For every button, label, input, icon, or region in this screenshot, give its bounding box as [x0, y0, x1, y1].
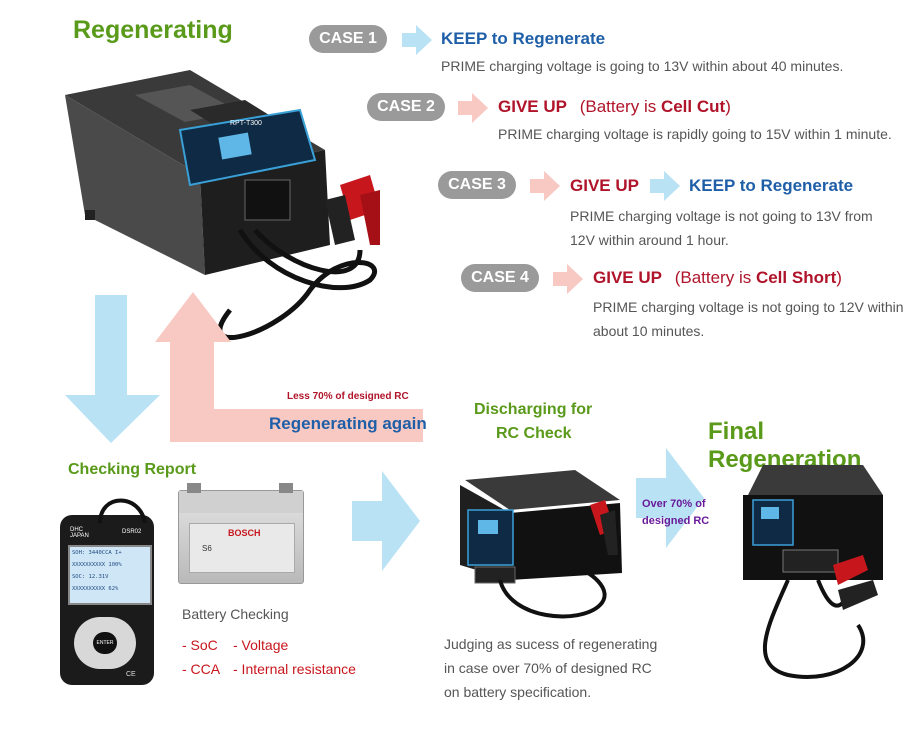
case-2-result: GIVE UP (Battery is Cell Cut): [498, 97, 731, 117]
check-item-cca: - CCA: [182, 661, 221, 677]
check-item-internal-resistance: - Internal resistance: [233, 661, 356, 677]
case-4-pill: CASE 4: [461, 264, 539, 292]
discharging-desc-1: Judging as sucess of regenerating: [444, 636, 658, 652]
case-2-arrow: [458, 93, 488, 123]
discharging-title-2: RC Check: [496, 425, 572, 442]
checking-report-title: Checking Report: [68, 461, 197, 478]
tester-enter-button: ENTER: [93, 632, 117, 654]
case-4-reason-pre: (Battery is: [674, 268, 756, 287]
case-2-reason-post: ): [725, 97, 731, 116]
battery-tester-device: DHC JAPAN DSR02 SOH: 3440CCA I+ XXXXXXXX…: [60, 498, 154, 685]
tester-brand: DHC JAPAN: [70, 527, 89, 539]
case-2-giveup: GIVE UP: [498, 97, 567, 116]
lcd-line-3: SOC: 12.31V: [72, 574, 109, 580]
return-arrow: [155, 292, 423, 442]
down-arrow: [65, 295, 160, 443]
car-battery: BOSCH S6: [178, 483, 304, 584]
case-4-reason-post: ): [836, 268, 842, 287]
title-regenerating: Regenerating: [73, 16, 233, 44]
check-item-voltage: - Voltage: [233, 637, 289, 653]
battery-code: S6: [202, 544, 212, 553]
discharging-desc-3: on battery specification.: [444, 684, 592, 700]
case-2-reason: Cell Cut: [660, 97, 726, 116]
over-70-label-1: Over 70% of: [642, 498, 706, 510]
case-1-desc: PRIME charging voltage is going to 13V w…: [441, 58, 844, 74]
case-1-arrow: [402, 25, 432, 55]
tester-model: DSR02: [122, 529, 142, 535]
battery-label-panel: BOSCH S6: [189, 523, 295, 573]
less-70-label: Less 70% of designed RC: [287, 391, 409, 402]
machine-model-label: RPT-T300: [230, 120, 262, 127]
lcd-line-4: XXXXXXXXXX 62%: [72, 586, 119, 592]
case-1-result: KEEP to Regenerate: [441, 29, 606, 48]
discharging-desc-2: in case over 70% of designed RC: [444, 660, 652, 676]
regenerator-machine-discharging: [460, 470, 622, 619]
case-3-pill: CASE 3: [438, 171, 516, 199]
case-3-keep: KEEP to Regenerate: [689, 176, 854, 195]
regenerator-machine-large: RPT-T300: [65, 70, 380, 341]
case-4-desc-1: PRIME charging voltage is not going to 1…: [593, 299, 904, 315]
case-2-reason-pre: (Battery is: [579, 97, 661, 116]
case-4-result: GIVE UP (Battery is Cell Short): [593, 268, 842, 288]
check-item-soc: - SoC: [182, 637, 218, 653]
tester-ce-mark: CE: [126, 671, 136, 678]
battery-checking-title: Battery Checking: [182, 606, 289, 622]
lcd-line-1: SOH: 3440CCA I+: [72, 550, 122, 556]
tester-lcd: SOH: 3440CCA I+ XXXXXXXXXX 100% SOC: 12.…: [68, 545, 152, 605]
case-2-pill: CASE 2: [367, 93, 445, 121]
over-70-label-2: designed RC: [642, 515, 710, 527]
case-4-desc-2: about 10 minutes.: [593, 323, 705, 339]
case-3-desc-1: PRIME charging voltage is not going to 1…: [570, 208, 873, 224]
case-3-arrow-1: [530, 171, 560, 201]
case-3-desc-2: 12V within around 1 hour.: [570, 232, 729, 248]
to-discharging-arrow: [352, 471, 420, 571]
case-3-arrow-2: [650, 171, 680, 201]
case-2-desc: PRIME charging voltage is rapidly going …: [498, 126, 892, 142]
case-4-reason: Cell Short: [755, 268, 837, 287]
discharging-title-1: Discharging for: [474, 401, 593, 418]
lcd-line-2: XXXXXXXXXX 100%: [72, 562, 122, 568]
regenerating-again-label: Regenerating again: [269, 414, 427, 433]
case-1-pill: CASE 1: [309, 25, 387, 53]
case-3-giveup: GIVE UP: [570, 176, 639, 195]
case-4-arrow: [553, 264, 583, 294]
battery-brand: BOSCH: [228, 528, 261, 538]
to-final-arrow: [636, 448, 704, 548]
regenerator-machine-final: [743, 465, 883, 679]
case-4-giveup: GIVE UP: [593, 268, 662, 287]
tester-cable: [98, 498, 147, 523]
